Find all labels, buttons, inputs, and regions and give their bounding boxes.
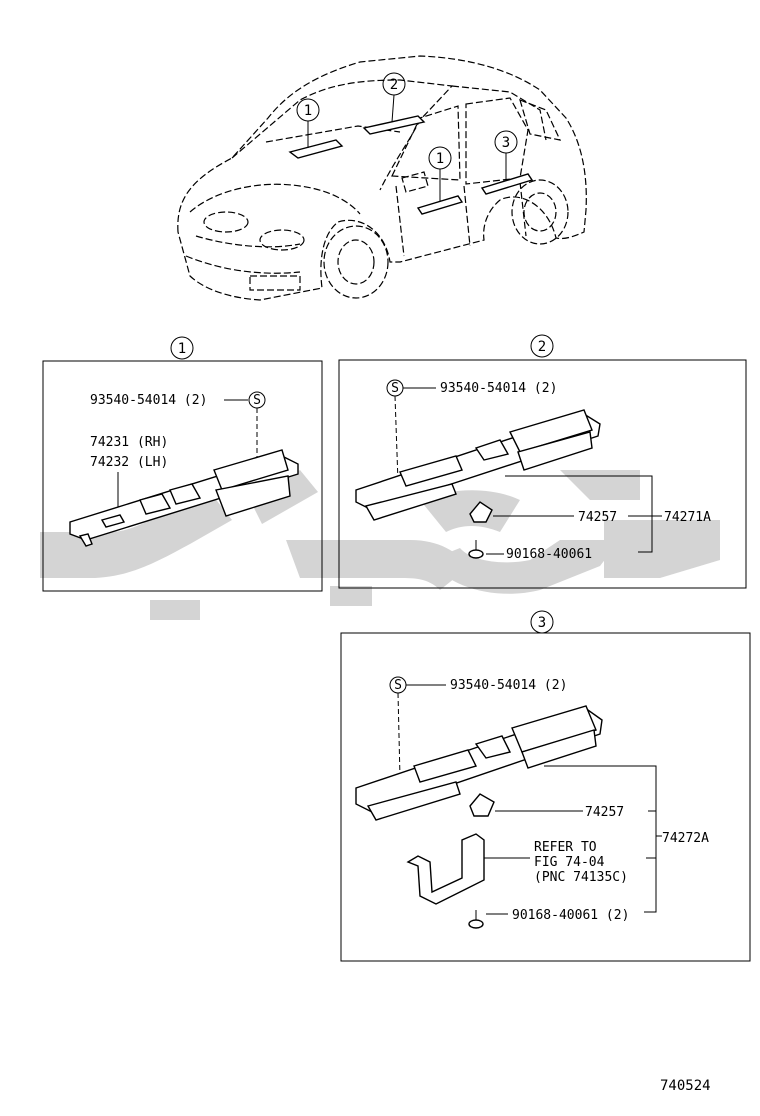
panel-3-refer-line1: REFER TO — [534, 840, 597, 855]
panel-2-screw-symbol: S — [386, 379, 404, 397]
panel-1-screw-label: 93540-54014 (2) — [90, 393, 207, 408]
car-switch-loc-2 — [362, 115, 426, 135]
svg-text:S: S — [253, 393, 261, 408]
panel-3-bracket — [406, 833, 485, 905]
svg-text:1: 1 — [178, 341, 186, 357]
panel-1-screw-symbol: S — [248, 391, 266, 409]
panel-3-refer-line2: FIG 74-04 — [534, 855, 605, 870]
panel-3-bolt — [468, 910, 484, 929]
panel-3-callout: 3 — [530, 610, 554, 634]
panel-1: 1 93540-54014 (2) S 74231 (RH) 74232 (LH… — [42, 336, 323, 592]
panel-3-bolt-label: 90168-40061 (2) — [512, 908, 629, 923]
panel-2-assy-label: 74271A — [664, 510, 711, 525]
svg-text:2: 2 — [538, 339, 546, 355]
svg-text:1: 1 — [304, 103, 312, 119]
panel-3-switch-base — [355, 705, 603, 821]
panel-2: 2 S 93540-54014 (2) 74257 90168-4 — [338, 334, 747, 589]
panel-3-clip — [469, 793, 495, 817]
svg-text:3: 3 — [538, 615, 546, 631]
svg-text:2: 2 — [390, 77, 398, 93]
panel-1-callout: 1 — [170, 336, 194, 360]
panel-3-frame — [340, 632, 751, 962]
panel-3-screw-symbol: S — [389, 676, 407, 694]
panel-3-refer-line3: (PNC 74135C) — [534, 870, 628, 885]
car-switch-loc-1a — [288, 139, 344, 159]
panel-1-lh-label: 74232 (LH) — [90, 455, 168, 470]
panel-1-rh-label: 74231 (RH) — [90, 435, 168, 450]
panel-2-clip — [469, 501, 493, 523]
panel-3-clip-label: 74257 — [585, 805, 624, 820]
panel-2-bolt — [468, 540, 484, 559]
svg-text:S: S — [394, 678, 402, 693]
panel-3-assy-label: 74272A — [662, 831, 709, 846]
car-callout-2: 2 — [382, 72, 406, 123]
panel-2-screw-label: 93540-54014 (2) — [440, 381, 557, 396]
diagram-id: 740524 — [660, 1078, 711, 1094]
svg-text:S: S — [391, 381, 399, 396]
panel-2-switch-base — [355, 409, 601, 521]
panel-3-screw-label: 93540-54014 (2) — [450, 678, 567, 693]
panel-3: 3 S 93540-54014 (2) 74257 REFER TO F — [340, 610, 751, 962]
panel-1-frame — [42, 360, 323, 592]
car-callout-1b: 1 — [428, 146, 452, 202]
car-callout-3: 3 — [494, 130, 518, 180]
car-switch-loc-1b — [416, 195, 464, 215]
car-switch-loc-3 — [480, 173, 534, 195]
panel-1-switch-base — [69, 449, 299, 547]
panel-2-callout: 2 — [530, 334, 554, 358]
svg-text:3: 3 — [502, 135, 510, 151]
panel-2-frame — [338, 359, 747, 589]
svg-text:1: 1 — [436, 151, 444, 167]
car-overview: 1 2 1 3 — [177, 55, 587, 301]
car-callout-1a: 1 — [296, 98, 320, 148]
panel-2-bolt-label: 90168-40061 — [506, 547, 592, 562]
panel-2-clip-label: 74257 — [578, 510, 617, 525]
